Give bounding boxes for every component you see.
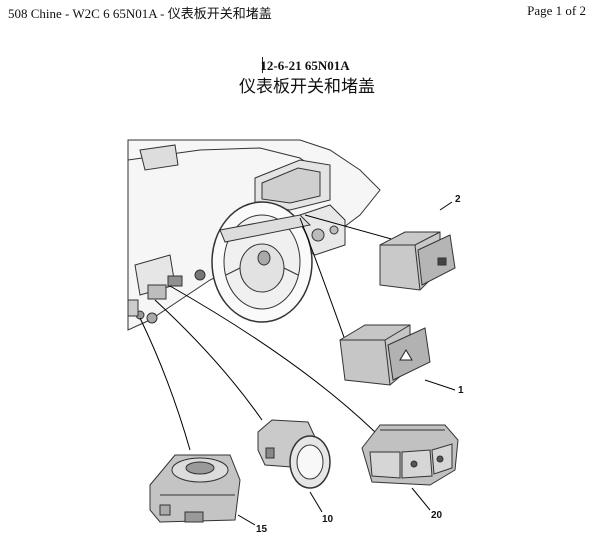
- rotary-control-part-15: [149, 454, 241, 523]
- switch-part-2: [379, 231, 456, 291]
- document-reference: 12-6-21 65N01A: [260, 58, 350, 73]
- header-document-path: 508 Chine - W2C 6 65N01A - 仪表板开关和堵盖: [8, 6, 272, 21]
- page-indicator: Page 1 of 2: [527, 3, 586, 18]
- switch-bank-part-20: [361, 424, 459, 486]
- callout-20: 20: [431, 510, 443, 521]
- callout-15: 15: [256, 524, 268, 535]
- callout-1: 1: [458, 385, 464, 396]
- leader-lines: [139, 201, 456, 526]
- socket-part-10: [257, 419, 331, 489]
- hazard-switch-part-1: [339, 324, 431, 386]
- page-header: 508 Chine - W2C 6 65N01A - 仪表板开关和堵盖 Page…: [0, 0, 600, 24]
- text-cursor: [262, 57, 263, 73]
- document-title: 仪表板开关和堵盖: [239, 77, 375, 97]
- steering-wheel: [211, 201, 313, 323]
- callout-2: 2: [455, 194, 461, 205]
- dashboard-illustration: [127, 139, 381, 331]
- callout-10: 10: [322, 514, 334, 525]
